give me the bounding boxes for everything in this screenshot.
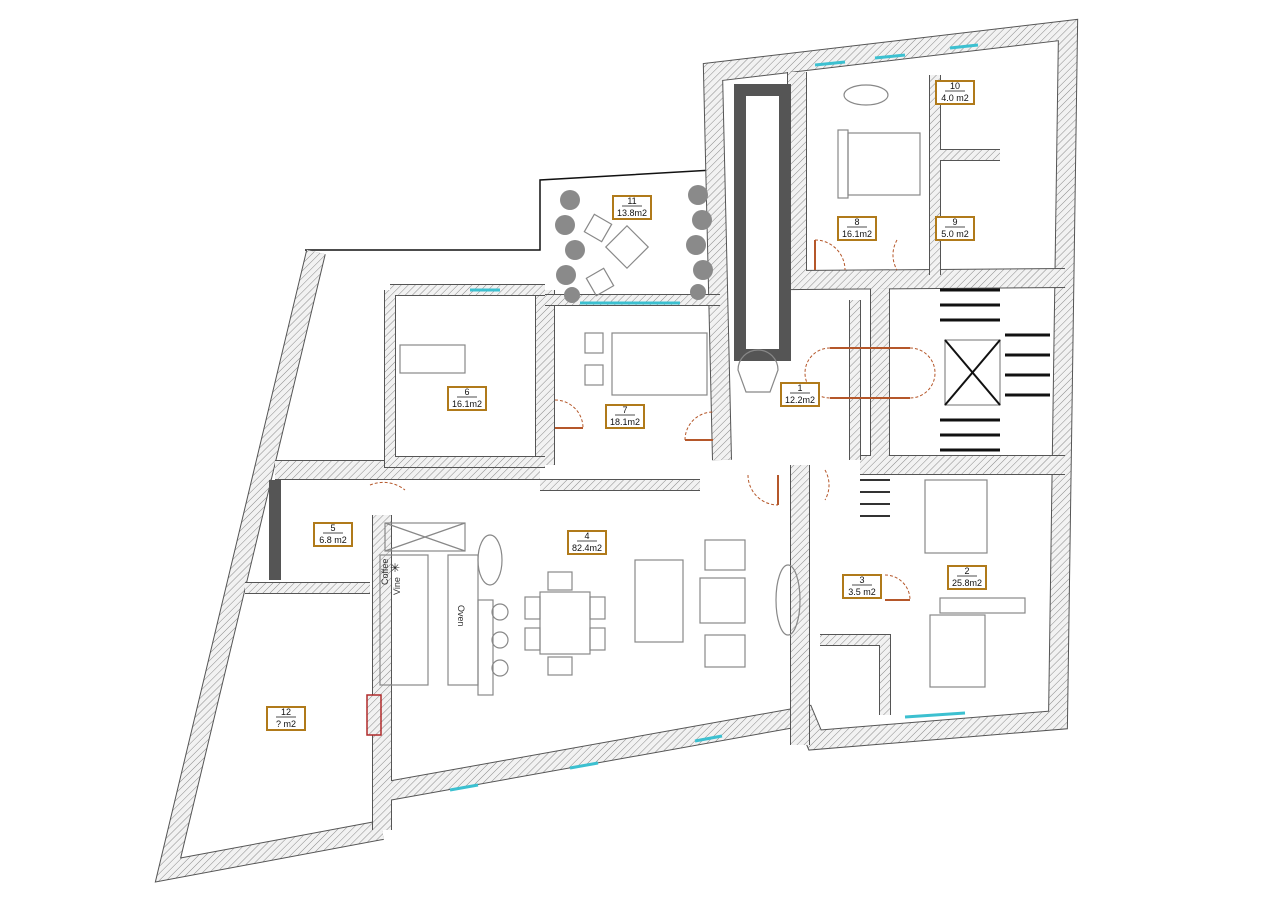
- svg-text:8: 8: [854, 217, 859, 227]
- room-label-11: 11 13.8m2: [612, 195, 652, 220]
- room-label-3: 3 3.5 m2: [842, 574, 882, 599]
- svg-text:4: 4: [584, 531, 589, 541]
- bathtub-icon: [399, 344, 466, 374]
- room-label-4: 4 82.4m2: [567, 530, 607, 555]
- svg-text:7: 7: [622, 405, 627, 415]
- room-label-9: 9 5.0 m2: [935, 216, 975, 241]
- stair-core: [944, 339, 1001, 406]
- sofa-icon: [634, 559, 684, 643]
- svg-text:10: 10: [950, 81, 960, 91]
- bed-icon: [924, 479, 988, 554]
- doors: [369, 239, 936, 601]
- svg-text:4.0 m2: 4.0 m2: [941, 93, 969, 103]
- room-label-6: 6 16.1m2: [447, 386, 487, 411]
- coffee-table-icon: [699, 577, 746, 624]
- svg-text:16.1m2: 16.1m2: [452, 399, 482, 409]
- svg-text:2: 2: [964, 566, 969, 576]
- svg-text:3.5 m2: 3.5 m2: [848, 587, 876, 597]
- room-label-2: 2 25.8m2: [947, 565, 987, 590]
- walls: [154, 18, 1079, 883]
- svg-text:12.2m2: 12.2m2: [785, 395, 815, 405]
- svg-text:12: 12: [281, 707, 291, 717]
- shower-icon: [384, 522, 466, 552]
- balcony-edge: [305, 169, 714, 251]
- fan-icon: ✳: [390, 561, 400, 575]
- svg-text:82.4m2: 82.4m2: [572, 543, 602, 553]
- room-label-10: 10 4.0 m2: [935, 80, 975, 105]
- svg-text:11: 11: [627, 196, 636, 206]
- svg-text:5: 5: [330, 523, 335, 533]
- svg-text:6: 6: [464, 387, 469, 397]
- kitchen-label-oven: Oven: [456, 605, 466, 627]
- room-label-8: 8 16.1m2: [837, 216, 877, 241]
- svg-text:5.0 m2: 5.0 m2: [941, 229, 969, 239]
- svg-text:? m2: ? m2: [276, 719, 296, 729]
- terrace-planters: [555, 185, 713, 303]
- svg-text:18.1m2: 18.1m2: [610, 417, 640, 427]
- room-label-1: 1 12.2m2: [780, 382, 820, 407]
- room-label-7: 7 18.1m2: [605, 404, 645, 429]
- windows: [449, 43, 979, 792]
- bed-icon: [611, 332, 708, 396]
- fireplace: [366, 694, 382, 736]
- kitchen-label-coffee: Coffee: [380, 559, 390, 585]
- room-label-5: 5 6.8 m2: [313, 522, 353, 547]
- furniture: [379, 84, 1050, 696]
- svg-text:25.8m2: 25.8m2: [952, 578, 982, 588]
- svg-text:1: 1: [797, 383, 802, 393]
- svg-text:16.1m2: 16.1m2: [842, 229, 872, 239]
- kitchen-label-vine: Vine: [392, 577, 402, 595]
- bed-icon: [847, 132, 921, 196]
- svg-text:9: 9: [952, 217, 957, 227]
- svg-text:6.8 m2: 6.8 m2: [319, 535, 347, 545]
- dining-table-icon: [539, 591, 591, 655]
- room-label-12: 12 ? m2: [266, 706, 306, 731]
- svg-text:3: 3: [859, 575, 864, 585]
- svg-text:13.8m2: 13.8m2: [617, 208, 647, 218]
